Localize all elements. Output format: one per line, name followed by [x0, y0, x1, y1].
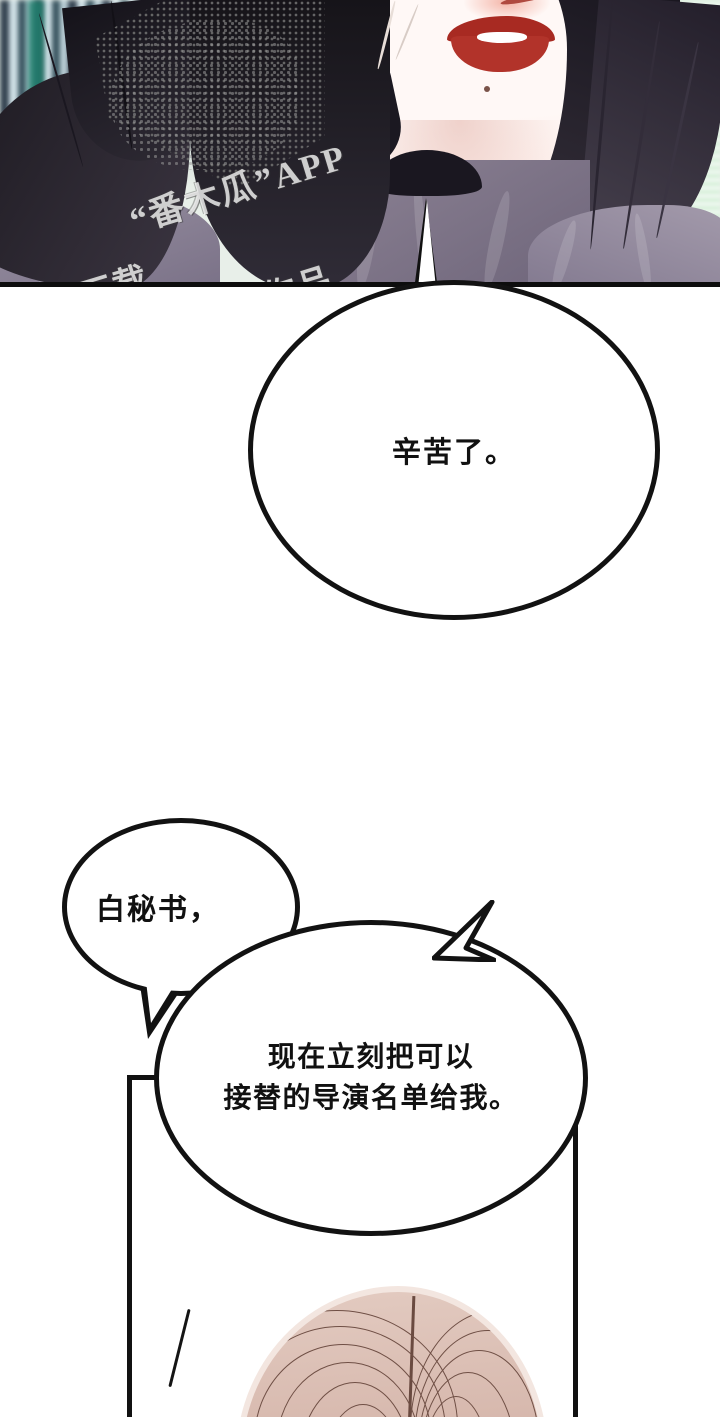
speech-bubble-3: 现在立刻把可以 接替的导演名单给我。	[154, 920, 588, 1236]
bubble-3-tail	[432, 900, 496, 962]
speech-bubble-2-text: 白秘书，	[95, 894, 220, 926]
halftone-shading-soft	[110, 20, 300, 170]
lips	[447, 16, 555, 74]
bubble-1-tail	[418, 200, 436, 282]
stray-hair-strand	[168, 1308, 191, 1388]
speech-bubble-2: 白秘书，	[62, 818, 300, 996]
speech-bubble-1-text: 辛苦了。	[391, 437, 516, 469]
hair-top-of-head	[242, 1292, 542, 1417]
speech-bubble-1: 辛苦了。	[248, 280, 660, 620]
shirt-fold	[479, 189, 515, 282]
teeth	[477, 32, 527, 43]
shirt-fold	[631, 212, 655, 282]
shirt-fold	[547, 218, 581, 282]
beauty-mark	[484, 86, 490, 92]
speech-bubble-3-line-2: 接替的导演名单给我。	[223, 1082, 519, 1113]
panel-top: “番木瓜”APP 下载 观看更多作品	[0, 0, 720, 287]
speech-bubble-3-text: 现在立刻把可以 接替的导演名单给我。	[181, 1037, 560, 1118]
speech-bubble-3-line-1: 现在立刻把可以	[267, 1041, 475, 1073]
